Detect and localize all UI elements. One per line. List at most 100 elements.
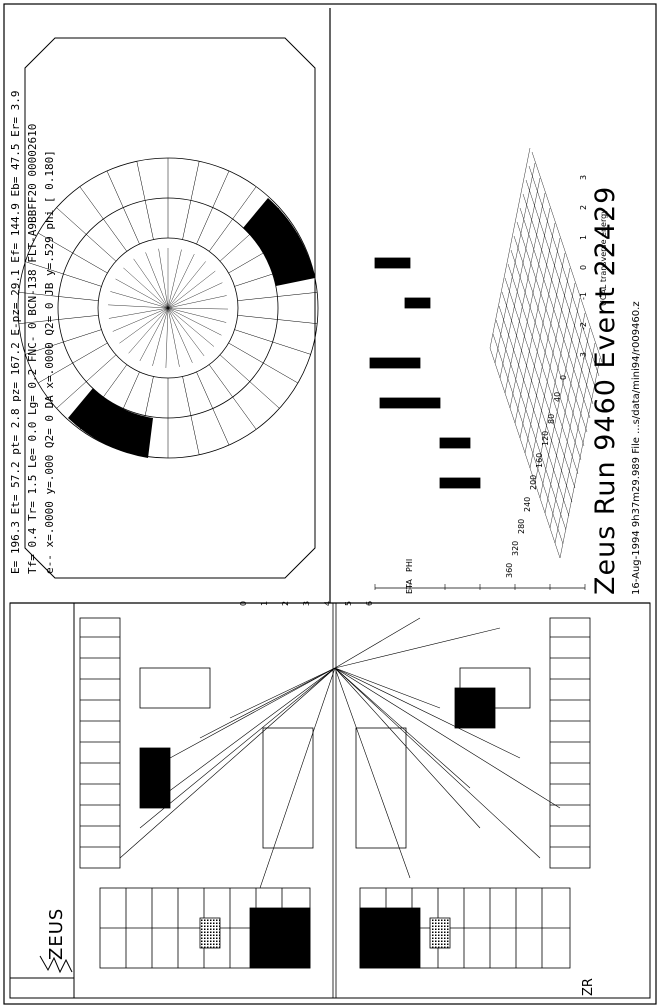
- lego-tower: [374, 257, 411, 269]
- track: [334, 667, 411, 879]
- lego-grid: [504, 192, 546, 394]
- xy-track: [167, 253, 195, 309]
- lego-grid: [544, 312, 586, 514]
- lego-caption: UCAL transverse energy: [599, 209, 608, 306]
- lego-grid: [534, 282, 576, 484]
- lego-tower: [439, 477, 481, 489]
- header-line-1: E= 196.3 Et= 57.2 pt= 2.8 pz= 167.2 E-pz…: [9, 90, 22, 574]
- lego-phi-tick: 40: [553, 391, 562, 402]
- track: [229, 667, 336, 719]
- xy-track: [128, 307, 169, 354]
- header-line-2: Tf= 0.4 Tr= 1.5 Le= 0.0 Lg= 0.2 FNC- 0 B…: [26, 123, 39, 574]
- track: [334, 667, 541, 859]
- lego-eta-tick: 1: [579, 234, 588, 240]
- page-subtitle: 16-Aug-1994 9h37m29.989 File ...s/data/m…: [631, 301, 642, 595]
- xy-track: [108, 304, 169, 309]
- xy-track: [108, 307, 169, 319]
- lego-grid: [539, 297, 581, 499]
- lego-grid: [559, 357, 601, 559]
- lego-tower: [369, 357, 421, 369]
- xy-cell-divider: [18, 292, 99, 301]
- xy-cell-divider: [234, 329, 311, 355]
- track: [334, 667, 521, 759]
- xy-track: [167, 261, 206, 309]
- xy-cell-divider: [25, 261, 102, 287]
- track: [259, 667, 336, 889]
- xy-cell-divider: [79, 186, 128, 252]
- bcal-top: [79, 617, 121, 869]
- lego-grid: [509, 207, 551, 409]
- lego-grid: [513, 235, 585, 447]
- xy-track: [167, 307, 180, 367]
- xy-track: [167, 307, 227, 323]
- xy-cell-divider: [182, 376, 200, 455]
- header-line-3: e-- x=.0000 y=.000 Q2= 0 DA x=.0000 Q2= …: [43, 150, 56, 574]
- lego-phi-tick: 360: [505, 562, 514, 578]
- xy-track: [139, 307, 169, 362]
- xy-track: [165, 307, 169, 368]
- xy-energy-deposit: [243, 198, 315, 286]
- zeus-logo: ZEUS: [46, 908, 67, 960]
- xy-cell-divider: [208, 364, 257, 430]
- lego-grid: [489, 147, 531, 349]
- lego-tower: [404, 297, 431, 309]
- lego-eta-tick: -2: [579, 322, 588, 330]
- xy-track: [152, 307, 169, 367]
- xy-track: [115, 278, 169, 309]
- lego-grid: [531, 151, 603, 363]
- track: [199, 667, 336, 739]
- xy-track: [167, 307, 228, 310]
- xy-octagon: [24, 37, 316, 579]
- lego-grid: [525, 179, 597, 391]
- lego-eta-tick: -1: [579, 292, 588, 300]
- track: [139, 667, 336, 829]
- xy-cell-divider: [37, 342, 108, 384]
- lego-grid: [519, 207, 591, 419]
- xy-track: [167, 270, 216, 309]
- lego-grid: [528, 165, 600, 377]
- lego-grid: [516, 221, 588, 433]
- lego-grid: [501, 291, 573, 503]
- lego-phi-tick: 320: [511, 540, 520, 556]
- lego-grid: [489, 347, 561, 559]
- xy-track: [133, 258, 169, 309]
- lego-z-tick: 1: [260, 600, 269, 606]
- xy-track: [158, 248, 169, 309]
- lego-grid: [510, 249, 582, 461]
- rcal-lower: [459, 667, 531, 709]
- lego-grid: [499, 177, 541, 379]
- lego-grid: [554, 342, 596, 544]
- xy-cell-divider: [228, 342, 299, 384]
- fcal-hit: [429, 917, 451, 949]
- lego-tower: [439, 437, 471, 449]
- lego-grid: [519, 237, 561, 439]
- ctd-upper: [262, 727, 314, 849]
- lego-phi-tick: 200: [529, 474, 538, 490]
- zr-label: ZR: [581, 978, 596, 996]
- lego-z-tick: 3: [302, 600, 311, 606]
- lego-tower: [379, 397, 441, 409]
- track: [334, 667, 441, 709]
- xy-track: [112, 307, 169, 332]
- lego-grid: [524, 252, 566, 454]
- lego-phi-tick: 80: [547, 413, 556, 424]
- track: [334, 667, 561, 809]
- track: [119, 667, 336, 859]
- track: [159, 667, 336, 799]
- lego-grid: [498, 305, 570, 517]
- outer-frame: [3, 3, 657, 1005]
- bcal-energy-block: [139, 747, 171, 809]
- lego-z-tick: 4: [323, 600, 332, 606]
- xy-cell-divider: [208, 186, 257, 252]
- lego-grid: [529, 267, 571, 469]
- bcal-bottom: [549, 617, 591, 869]
- lego-eta-tick: 2: [579, 204, 588, 210]
- lego-eta-tick: 3: [579, 174, 588, 180]
- lego-z-tick: 5: [344, 600, 353, 606]
- lego-grid: [495, 319, 567, 531]
- ctd-lower: [355, 727, 407, 849]
- fcal-hit: [199, 917, 221, 949]
- logo-zigzag: [39, 955, 73, 974]
- lego-phi-tick: 0: [559, 374, 568, 380]
